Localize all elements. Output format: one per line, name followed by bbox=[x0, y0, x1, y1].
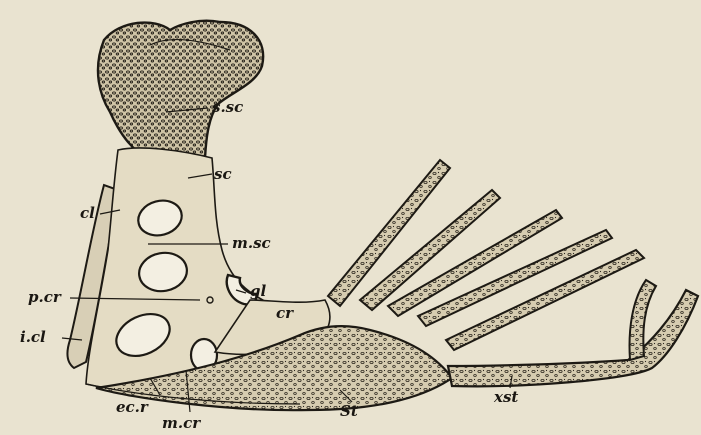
label-procoracoid: p.cr bbox=[28, 288, 62, 306]
ribs bbox=[328, 160, 644, 350]
label-coracoid: cr bbox=[276, 304, 294, 322]
label-clavicle: cl bbox=[80, 204, 95, 222]
xiphisternum bbox=[448, 290, 698, 386]
suprascapula bbox=[98, 21, 263, 160]
label-sternum: St bbox=[340, 402, 358, 420]
label-glenoid: gl bbox=[250, 282, 266, 300]
label-mesoscapula: m.sc bbox=[232, 234, 271, 252]
label-mesocoracoid: m.cr bbox=[162, 414, 201, 432]
label-epicoracoid: ec.r bbox=[116, 398, 149, 416]
label-xiphisternum: xst bbox=[493, 388, 518, 406]
label-scapula: sc bbox=[214, 165, 232, 183]
label-suprascapula: s.sc bbox=[212, 98, 243, 116]
label-interclavicle: i.cl bbox=[20, 328, 46, 346]
